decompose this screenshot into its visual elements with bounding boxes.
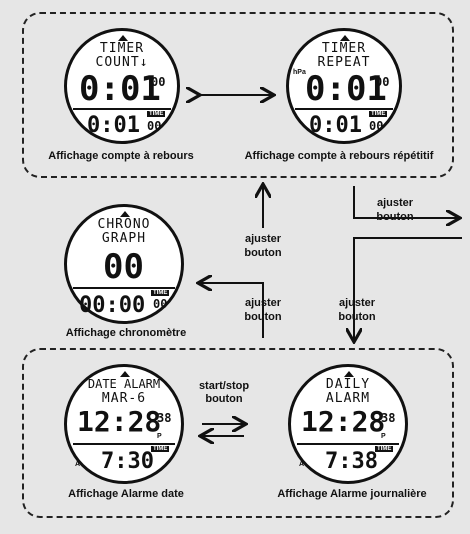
label-start-stop: start/stop bouton — [198, 380, 250, 405]
watch-alarm-a: A — [75, 461, 81, 468]
watch-chrono: CHRONO GRAPH 00 TIME 00:00 00 — [64, 204, 184, 324]
label-adjust-right-bottom: ajuster bouton — [338, 297, 376, 323]
watch-low-time: 00:00 — [79, 293, 146, 318]
watch-time-tag: TIME — [369, 111, 388, 117]
watch-main-time: 00 — [103, 247, 144, 287]
watch-repeat: TIMER REPEAT hPa 0:01 00 TIME 0:01 00 — [286, 28, 402, 144]
watch-time-tag: TIME — [147, 111, 166, 117]
watch-main-seconds: 00 — [151, 75, 166, 89]
watch-main-seconds: 00 — [375, 75, 390, 89]
watch-line2: GRAPH — [101, 231, 147, 246]
watch-separator — [73, 443, 175, 445]
mountain-icon — [118, 35, 128, 41]
label-adjust-mid: ajuster bouton — [244, 297, 282, 323]
watch-low-seconds: 00 — [147, 119, 162, 133]
watch-pm-indicator: P — [381, 433, 386, 440]
watch-main-time: 0:01 — [79, 69, 161, 109]
watch-separator — [73, 287, 175, 289]
watch-line1: DAILY — [325, 377, 371, 392]
watch-separator — [297, 443, 399, 445]
arrow-left-to-chrono — [200, 283, 264, 338]
watch-main-seconds: 38 — [381, 411, 396, 425]
watch-low-time: 7:30 — [101, 449, 154, 474]
watch-date-alarm: DATE ALARM MAR-6 12:28 38 P TIME A 7:30 — [64, 364, 184, 484]
mountain-icon — [344, 371, 354, 377]
watch-pm-indicator: P — [157, 433, 162, 440]
watch-daily-alarm: DAILY ALARM 12:28 38 P TIME A 7:38 — [288, 364, 408, 484]
watch-low-time: 0:01 — [87, 113, 140, 138]
watch-line2: MAR-6 — [101, 391, 147, 406]
alarm-mode-group — [22, 348, 454, 518]
arrow-down-to-alarm — [354, 237, 462, 340]
watch-hpa: hPa — [293, 69, 306, 76]
timer-mode-group — [22, 12, 454, 178]
watch-line1: CHRONO — [97, 217, 151, 232]
caption-chrono: Affichage chronomètre — [65, 327, 187, 339]
watch-main-seconds: 38 — [157, 411, 172, 425]
mountain-icon — [120, 211, 130, 217]
watch-separator — [73, 108, 171, 110]
watch-low-seconds: 00 — [369, 119, 384, 133]
caption-repeat: Affichage compte à rebours répétitif — [244, 150, 434, 162]
watch-line1: TIMER — [99, 41, 145, 56]
watch-low-time: 7:38 — [325, 449, 378, 474]
label-adjust-right-top: ajuster bouton — [376, 197, 414, 223]
arrow-right-exit — [353, 186, 458, 218]
watch-time-tag: TIME — [151, 446, 170, 452]
watch-main-time: 12:28 — [301, 405, 386, 438]
watch-line2: COUNT↓ — [95, 55, 149, 70]
watch-countdown: TIMER COUNT↓ 0:01 00 TIME 0:01 00 — [64, 28, 180, 144]
mountain-icon — [340, 35, 350, 41]
watch-low-time: 0:01 — [309, 113, 362, 138]
watch-main-time: 0:01 — [305, 69, 387, 109]
watch-low-seconds: 00 — [153, 297, 168, 311]
caption-countdown: Affichage compte à rebours — [48, 150, 194, 162]
watch-time-tag: TIME — [151, 290, 170, 296]
watch-separator — [295, 108, 393, 110]
label-adjust-top: ajuster bouton — [244, 233, 282, 259]
watch-alarm-a: A — [299, 461, 305, 468]
watch-line2: REPEAT — [317, 55, 371, 70]
watch-main-time: 12:28 — [77, 405, 162, 438]
watch-line2: ALARM — [325, 391, 371, 406]
watch-time-tag: TIME — [375, 446, 394, 452]
caption-daily-alarm: Affichage Alarme journalière — [277, 488, 427, 500]
watch-line1: TIMER — [321, 41, 367, 56]
watch-line1: DATE ALARM — [87, 377, 161, 391]
caption-date-alarm: Affichage Alarme date — [68, 488, 184, 500]
mountain-icon — [120, 371, 130, 377]
